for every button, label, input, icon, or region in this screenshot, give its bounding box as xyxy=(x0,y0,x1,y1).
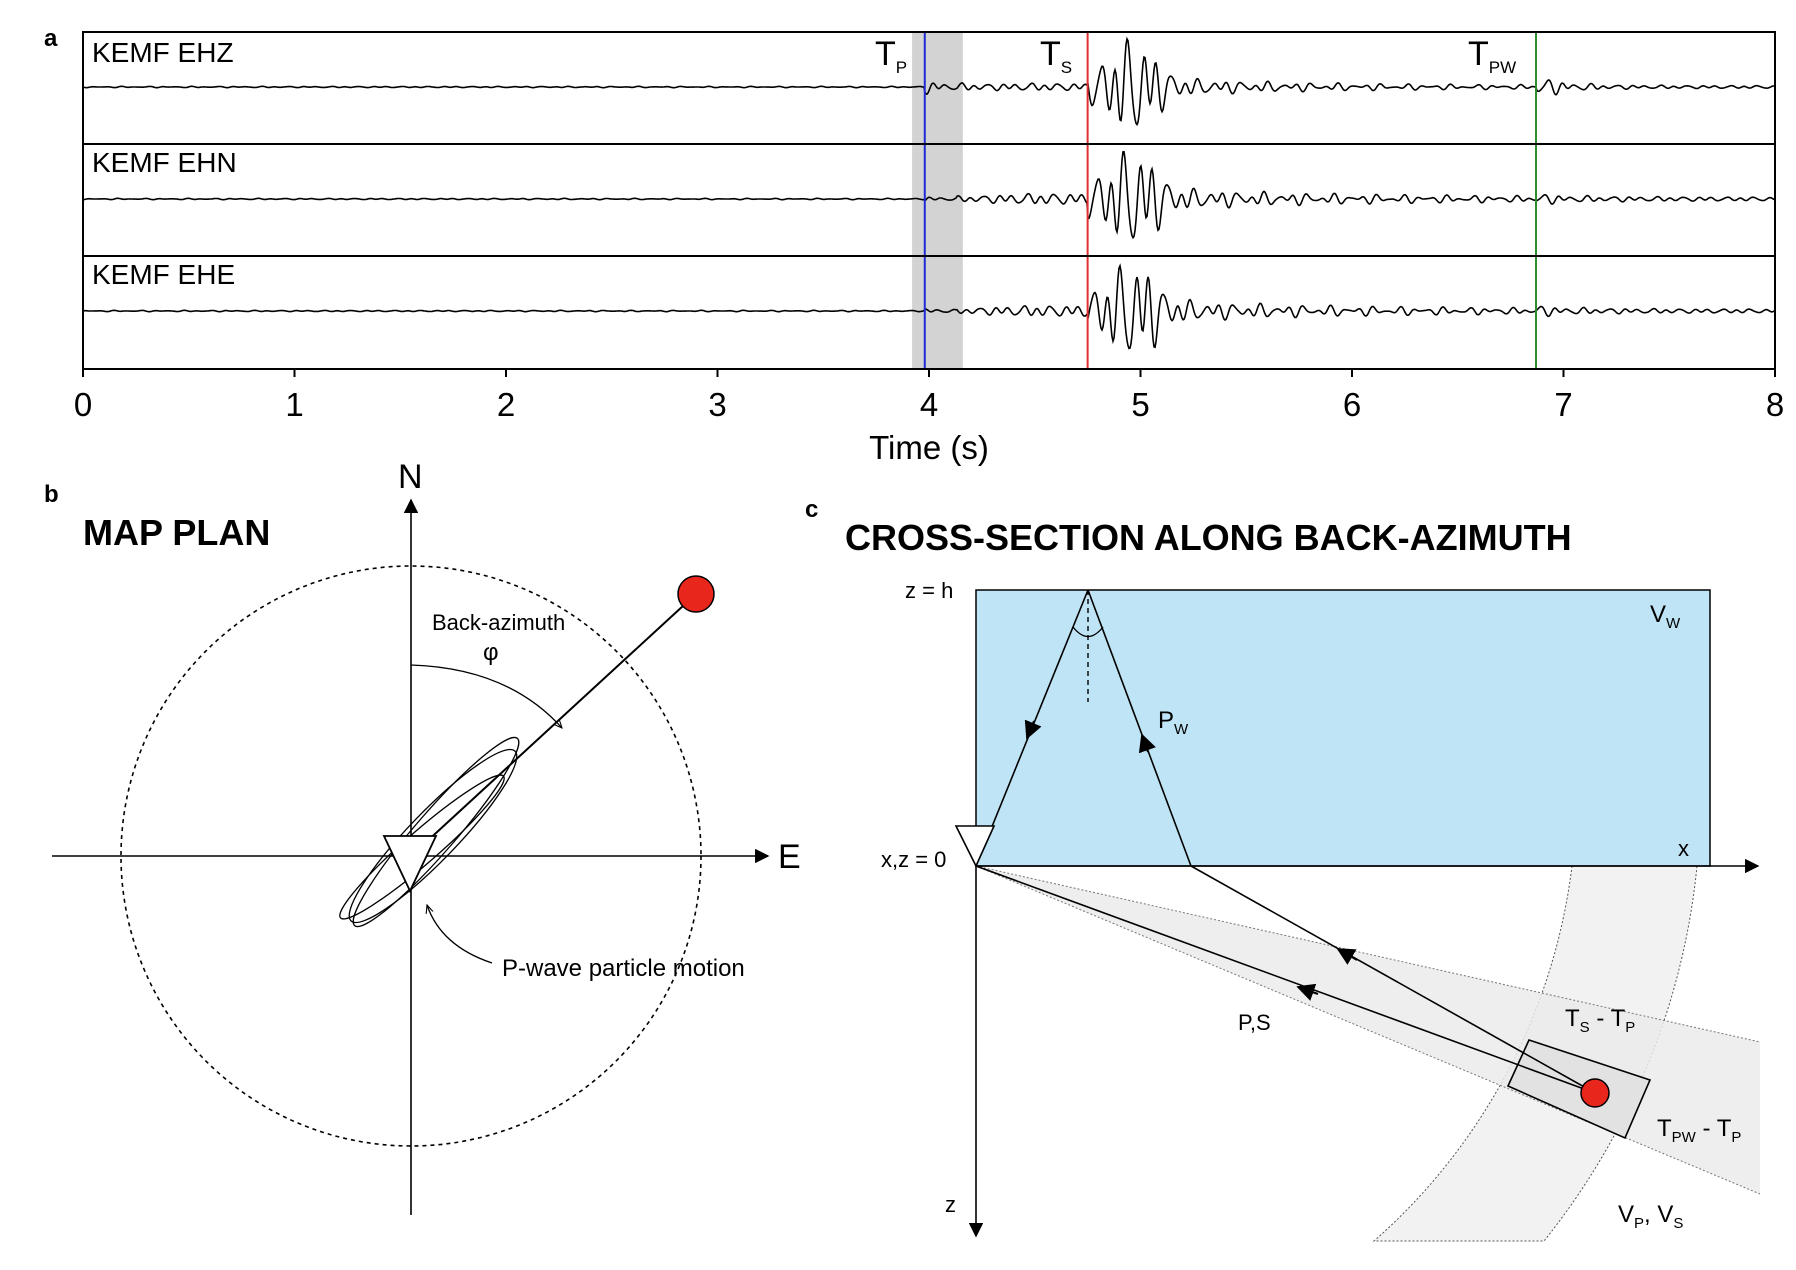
reflected-ray-up xyxy=(1190,865,1596,1094)
back-azimuth-arc xyxy=(410,664,562,728)
time-tick-label: 1 xyxy=(285,386,303,423)
x-axis-label: x xyxy=(1678,836,1689,861)
time-tick-label: 0 xyxy=(74,386,92,423)
time-axis: 0 1 2 3 4 5 6 7 8 xyxy=(74,368,1784,423)
east-label: E xyxy=(778,838,801,876)
time-tick-label: 8 xyxy=(1766,386,1784,423)
ps-ray-label: P,S xyxy=(1238,1010,1271,1035)
panel-b-letter: b xyxy=(44,481,59,508)
time-tick-label: 7 xyxy=(1554,386,1572,423)
station-triangle-icon xyxy=(382,835,438,894)
seismogram-trace xyxy=(82,36,1776,127)
north-label: N xyxy=(398,458,423,496)
trace-label-ehn: KEMF EHN xyxy=(92,147,237,178)
z-axis-label: z xyxy=(945,1192,956,1217)
time-tick-label: 2 xyxy=(497,386,515,423)
ray-band-edge-upper xyxy=(975,865,1761,1043)
ts-tp-label: TS - TP xyxy=(1565,1005,1635,1036)
water-ray-up-arrow xyxy=(1138,733,1156,754)
panel-c: c CROSS-SECTION ALONG BACK-AZIMUTH z = h… xyxy=(805,496,1761,1242)
ts-pick-label: TS xyxy=(1040,35,1072,77)
origin-label: x,z = 0 xyxy=(881,847,946,872)
seismogram-trace xyxy=(82,263,1776,350)
particle-motion-loops xyxy=(339,736,520,928)
tpw-pick-label: TPW xyxy=(1468,35,1516,77)
time-axis-title: Time (s) xyxy=(869,429,989,466)
station-triangle-section-icon xyxy=(954,825,996,868)
reflection-angle-arc xyxy=(1072,626,1104,638)
panel-b: b MAP PLAN N E Back-azimuth φ P-wave par… xyxy=(44,458,801,1215)
ray-band-edge-lower xyxy=(975,865,1761,1195)
particle-motion-label: P-wave particle motion xyxy=(502,955,745,982)
time-tick-label: 3 xyxy=(708,386,726,423)
z-h-label: z = h xyxy=(905,578,953,603)
cross-section-title: CROSS-SECTION ALONG BACK-AZIMUTH xyxy=(845,517,1572,558)
time-tick-label: 4 xyxy=(920,386,938,423)
water-ray-up xyxy=(1087,589,1192,867)
time-tick-label: 5 xyxy=(1131,386,1149,423)
map-plan-title: MAP PLAN xyxy=(83,512,270,553)
trace-label-ehe: KEMF EHE xyxy=(92,259,235,290)
water-ray-label: PW xyxy=(1158,707,1189,738)
water-ray-down-arrow xyxy=(1024,719,1042,740)
event-section-icon xyxy=(1580,1078,1610,1108)
panel-c-letter: c xyxy=(805,496,818,523)
reflected-ray-up-arrow xyxy=(1336,948,1358,965)
seismogram-traces xyxy=(82,36,1776,350)
direct-ray-arrow xyxy=(1296,983,1319,1001)
particle-motion-pointer xyxy=(427,905,493,964)
back-azimuth-line xyxy=(410,593,697,857)
phi-label: φ xyxy=(483,639,499,666)
time-tick-label: 6 xyxy=(1343,386,1361,423)
trace-label-ehz: KEMF EHZ xyxy=(92,37,234,68)
water-velocity-label: VW xyxy=(1650,601,1681,632)
rock-velocity-label: VP, VS xyxy=(1618,1201,1683,1232)
tp-pick-label: TP xyxy=(875,35,907,77)
event-location-icon xyxy=(677,575,715,613)
tpw-tp-label: TPW - TP xyxy=(1657,1115,1741,1146)
panel-a: a KEMF EHZ KEMF EHN KEMF EHE TP TS TPW 0… xyxy=(44,25,1784,466)
seismogram-trace xyxy=(82,150,1776,240)
panel-a-letter: a xyxy=(44,25,58,52)
water-layer xyxy=(975,589,1711,867)
direct-ray xyxy=(975,865,1596,1094)
shaded-window xyxy=(912,32,963,369)
back-azimuth-label: Back-azimuth xyxy=(432,610,565,635)
